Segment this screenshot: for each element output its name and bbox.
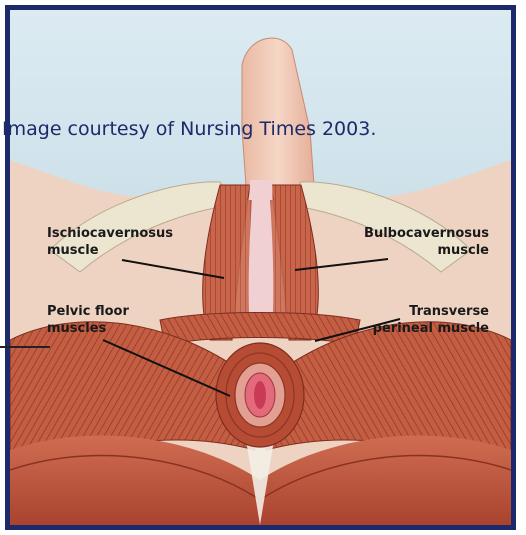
label-transverse-line2: perineal muscle	[359, 320, 489, 337]
label-ischiocavernosus: Ischiocavernosus muscle	[47, 225, 173, 259]
external-leader-line	[0, 346, 50, 348]
label-ischiocavernosus-line1: Ischiocavernosus	[47, 225, 173, 242]
label-pelvic-floor-line1: Pelvic floor	[47, 303, 129, 320]
figure-frame: Ischiocavernosus muscle Bulbocavernosus …	[5, 5, 516, 530]
pelvic-muscles-illustration	[10, 10, 511, 525]
label-bulbocavernosus-line2: muscle	[359, 242, 489, 259]
label-transverse-line1: Transverse	[359, 303, 489, 320]
anus-core	[254, 381, 266, 409]
label-bulbocavernosus: Bulbocavernosus muscle	[359, 225, 489, 259]
label-ischiocavernosus-line2: muscle	[47, 242, 173, 259]
label-pelvic-floor: Pelvic floor muscles	[47, 303, 129, 337]
label-pelvic-floor-line2: muscles	[47, 320, 129, 337]
label-transverse-perineal: Transverse perineal muscle	[359, 303, 489, 337]
label-bulbocavernosus-line1: Bulbocavernosus	[359, 225, 489, 242]
image-credit: Image courtesy of Nursing Times 2003.	[2, 118, 376, 140]
